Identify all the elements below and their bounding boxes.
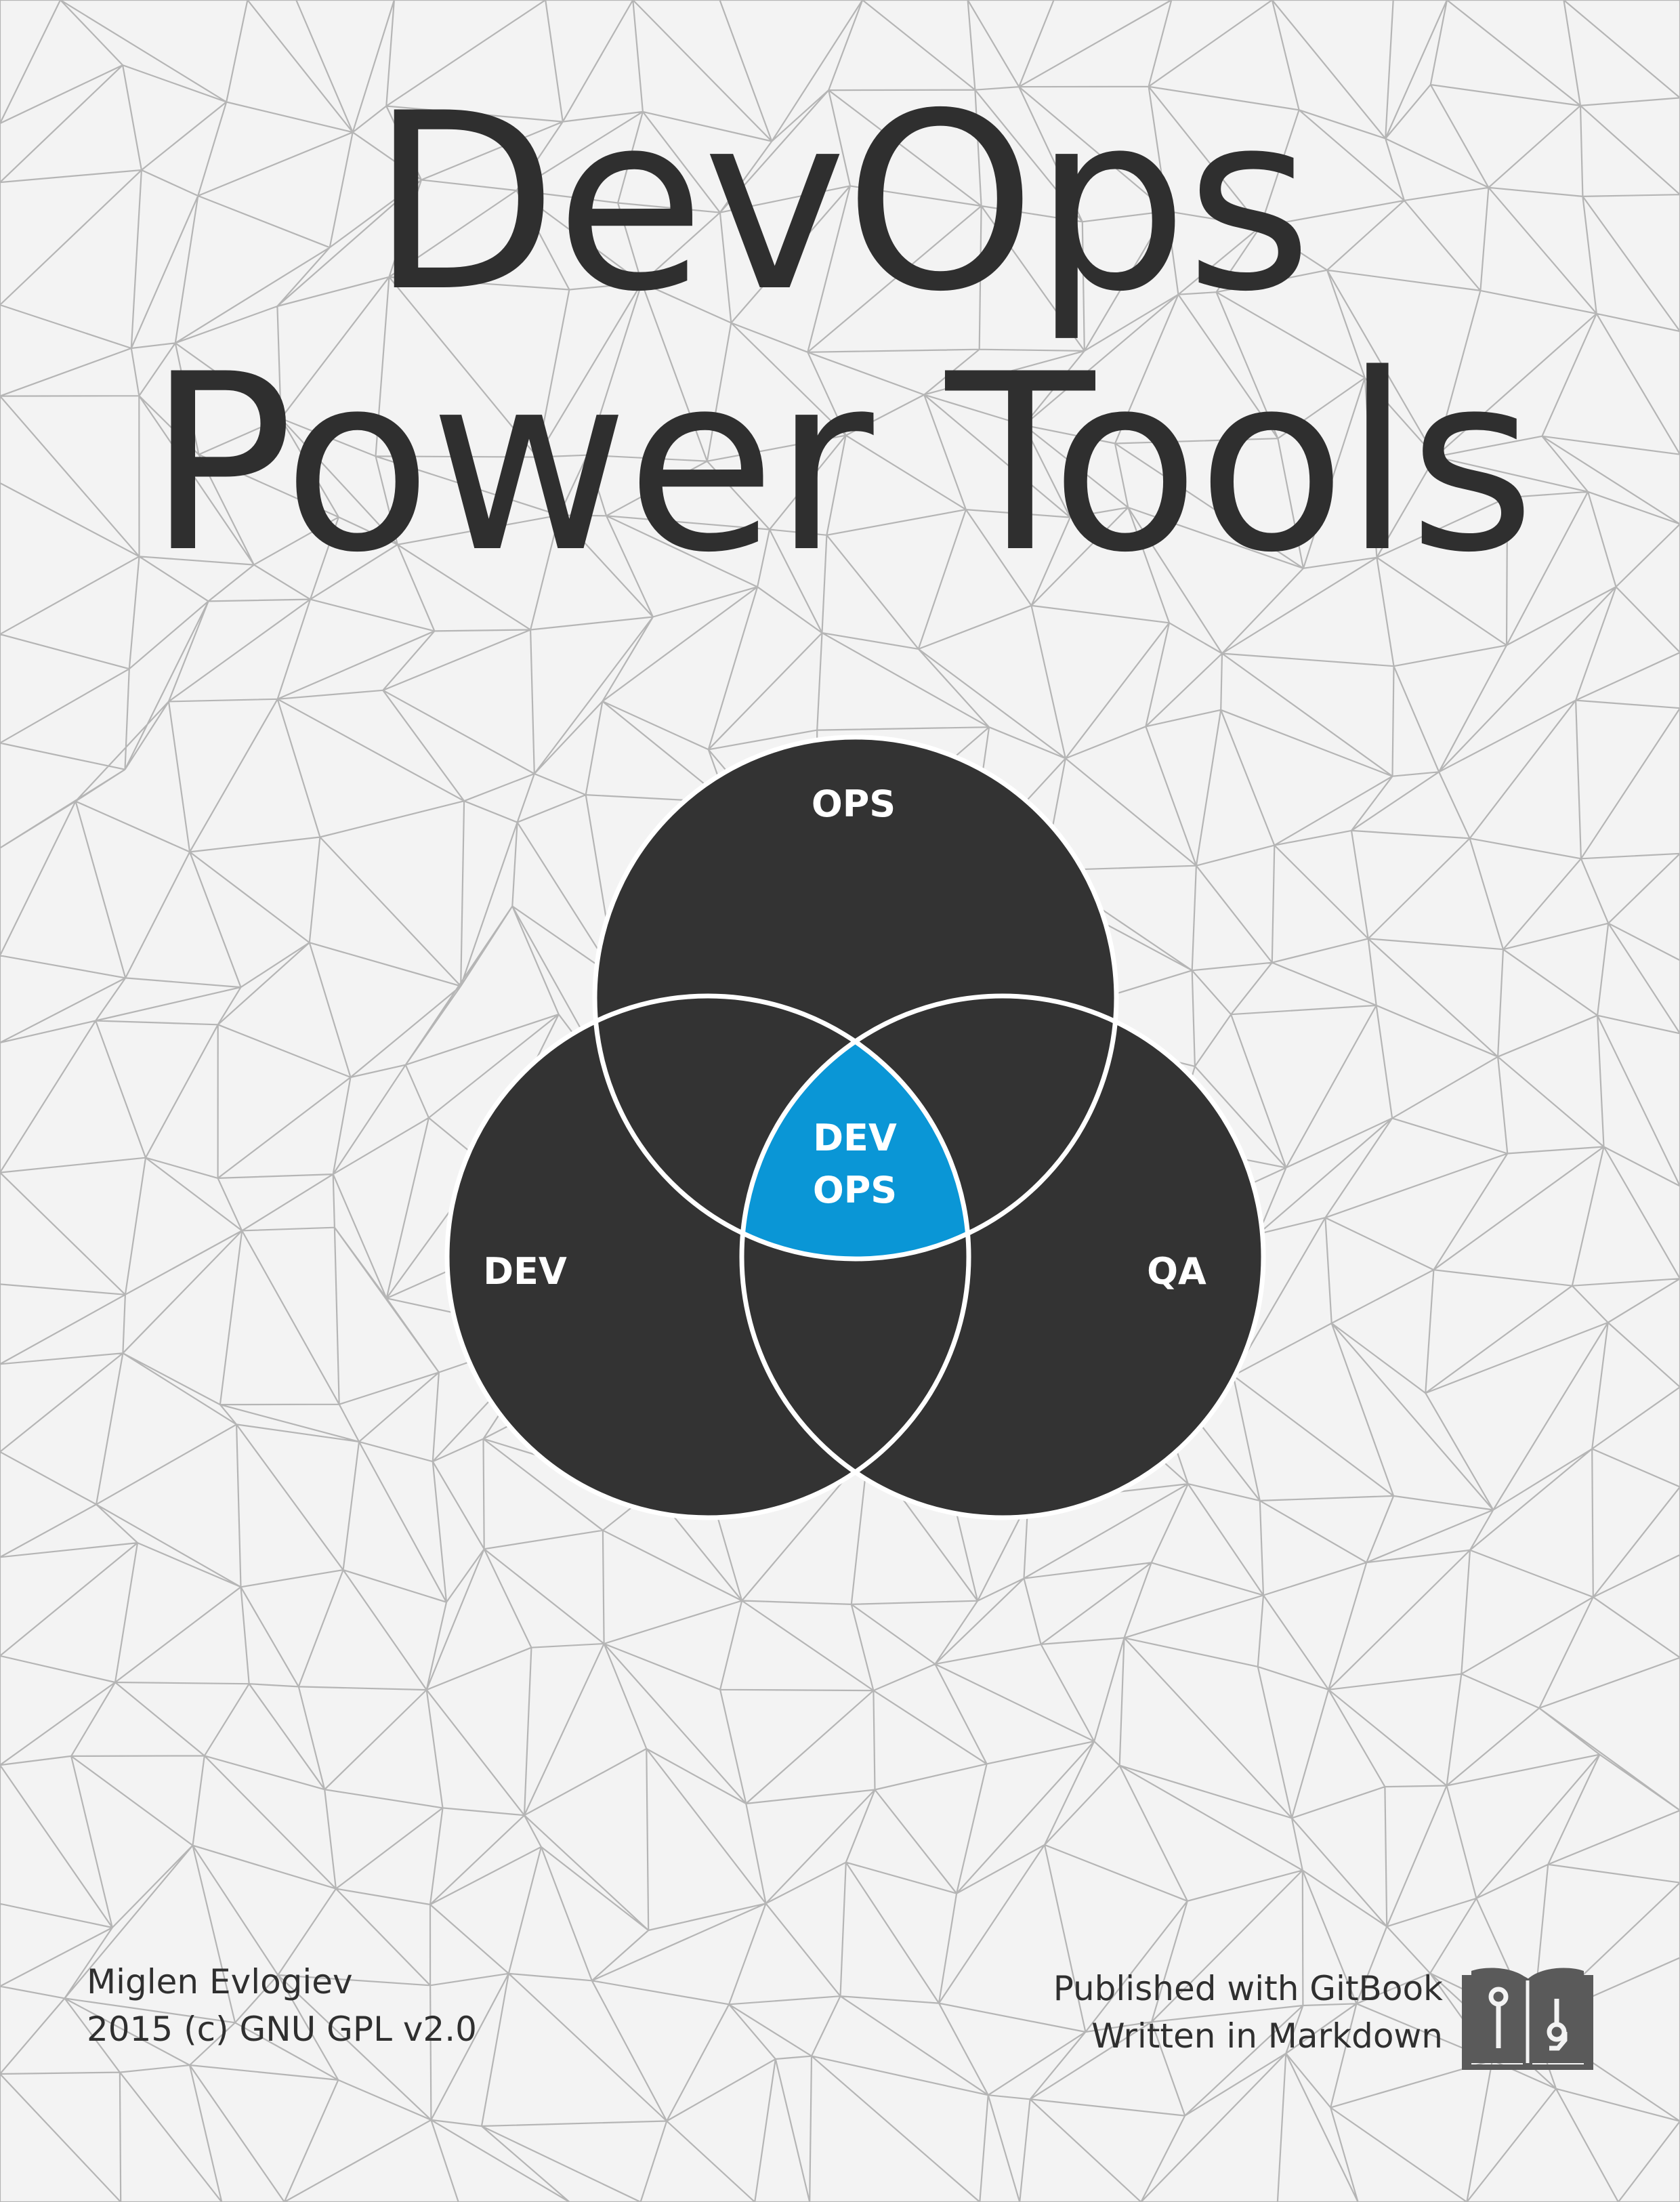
license-line: 2015 (c) GNU GPL v2.0 bbox=[87, 2010, 477, 2049]
venn-label-ops: OPS bbox=[812, 783, 896, 825]
gitbook-logo-icon bbox=[1462, 1968, 1593, 2070]
title-line-1: DevOps bbox=[370, 61, 1312, 345]
title-line-2: Power Tools bbox=[147, 322, 1536, 606]
publisher-block: Published with GitBook Written in Markdo… bbox=[1053, 1965, 1443, 2060]
venn-center-label-line1: DEV bbox=[813, 1117, 897, 1159]
author-name: Miglen Evlogiev bbox=[87, 1962, 353, 2001]
venn-label-dev: DEV bbox=[483, 1250, 567, 1293]
venn-outlines bbox=[444, 734, 1266, 1520]
published-with: Published with GitBook bbox=[1053, 1969, 1443, 2008]
author-block: Miglen Evlogiev 2015 (c) GNU GPL v2.0 bbox=[87, 1958, 477, 2053]
written-in: Written in Markdown bbox=[1091, 2016, 1443, 2056]
venn-label-qa: QA bbox=[1147, 1250, 1206, 1293]
venn-center-label-line2: OPS bbox=[813, 1169, 897, 1211]
venn-center-devops bbox=[742, 996, 969, 1259]
